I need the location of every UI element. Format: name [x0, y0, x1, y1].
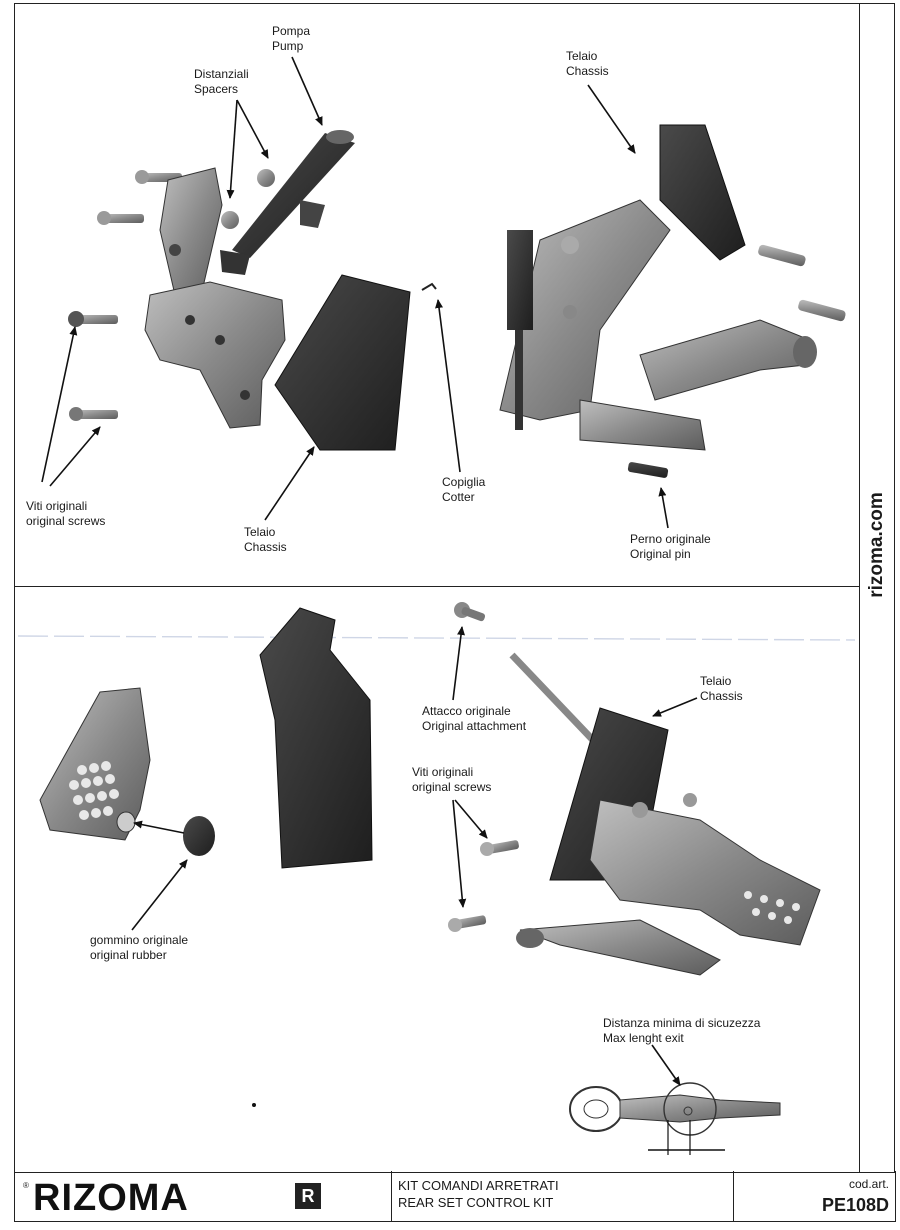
original-attachment-label: Attacco originale Original attachment: [422, 704, 526, 734]
article-code: PE108D: [821, 1195, 889, 1215]
screw-part: [68, 170, 182, 421]
chassis-plate-part: [274, 274, 411, 451]
original-rubber-label: gommino originale original rubber: [90, 933, 188, 963]
pump-label: Pompa Pump: [272, 24, 310, 54]
right-assembly-part: [499, 124, 846, 478]
label-it: Copiglia: [442, 475, 486, 489]
title-block: ® RIZOMA R KIT COMANDI ARRETRATI REAR SE…: [14, 1171, 896, 1222]
label-en: Chassis: [700, 689, 743, 703]
label-en: Original attachment: [422, 719, 527, 733]
drawing-frame: [14, 3, 860, 1173]
speck: [252, 1103, 256, 1107]
code-label: cod.art.: [848, 1177, 889, 1191]
right-bottom-assembly-part: [509, 652, 821, 976]
heel-plate-part: [39, 687, 151, 841]
safety-distance-label: Distanza minima di sicuzezza Max lenght …: [603, 1016, 760, 1046]
label-en: Original pin: [630, 547, 691, 561]
leader-arrows: [131, 626, 698, 1086]
chassis-plate-part: [259, 607, 373, 869]
original-pin-label: Perno originale Original pin: [630, 532, 711, 562]
spacers-label: Distanziali Spacers: [194, 67, 249, 97]
label-it: Telaio: [244, 525, 276, 539]
label-it: Distanziali: [194, 67, 249, 81]
title-cell: KIT COMANDI ARRETRATI REAR SET CONTROL K…: [391, 1171, 734, 1221]
chassis-label: Telaio Chassis: [566, 49, 609, 79]
brand-logo: RIZOMA: [33, 1177, 189, 1219]
pump-part: [220, 130, 355, 275]
registered-mark: ®: [23, 1181, 29, 1190]
spacer-part: [257, 169, 275, 187]
brand-mark: R: [295, 1183, 321, 1209]
label-it: Pompa: [272, 24, 311, 38]
code-cell: cod.art. PE108D: [733, 1171, 895, 1221]
label-en: original rubber: [90, 948, 167, 962]
safety-detail-part: [569, 1082, 781, 1155]
label-it: gommino originale: [90, 933, 189, 947]
label-en: original screws: [412, 780, 492, 794]
label-it: Perno originale: [630, 532, 711, 546]
label-it: Viti originali: [412, 765, 474, 779]
spacer-part: [221, 211, 239, 229]
label-en: Cotter: [442, 490, 475, 504]
scan-line: [17, 635, 856, 641]
label-it: Telaio: [566, 49, 598, 63]
logo-cell: ® RIZOMA R: [15, 1171, 391, 1221]
label-en: Chassis: [566, 64, 609, 78]
leader-arrows: [41, 56, 669, 529]
cotter-label: Copiglia Cotter: [442, 475, 485, 505]
original-screws-label: Viti originali original screws: [412, 765, 491, 795]
title-italian: KIT COMANDI ARRETRATI: [398, 1178, 559, 1193]
chassis-label: Telaio Chassis: [244, 525, 287, 555]
chassis-label: Telaio Chassis: [700, 674, 743, 704]
left-bracket-part: [144, 167, 286, 429]
side-strip: [858, 3, 895, 1173]
label-en: original screws: [26, 514, 106, 528]
label-it: Distanza minima di sicuzezza: [603, 1016, 761, 1030]
label-en: Pump: [272, 39, 304, 53]
label-en: Chassis: [244, 540, 287, 554]
original-screws-label: Viti originali original screws: [26, 499, 105, 529]
label-en: Spacers: [194, 82, 239, 96]
label-it: Viti originali: [26, 499, 88, 513]
cotter-part: [421, 282, 437, 291]
section-divider: [14, 586, 860, 587]
title-english: REAR SET CONTROL KIT: [398, 1195, 554, 1210]
attachment-part: [454, 602, 486, 622]
label-it: Attacco originale: [422, 704, 511, 718]
rubber-part: [183, 816, 215, 856]
label-en: Max lenght exit: [603, 1031, 684, 1045]
label-it: Telaio: [700, 674, 732, 688]
